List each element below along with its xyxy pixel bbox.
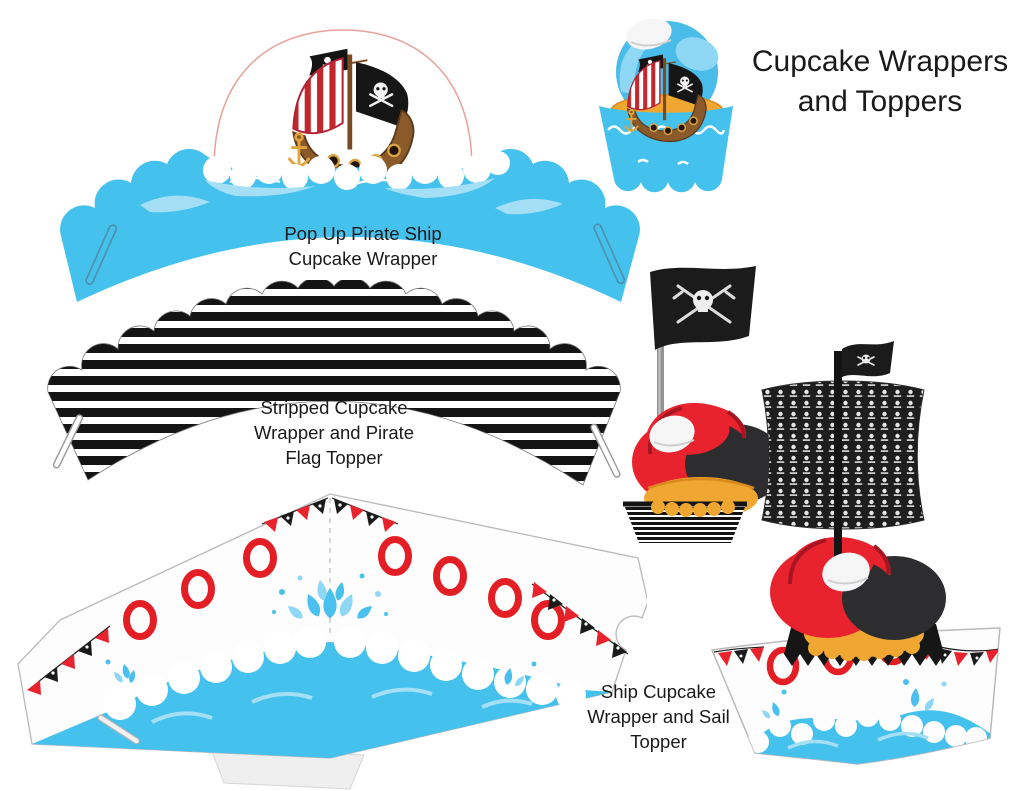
- skull-and-crossbones-icon: [693, 290, 713, 310]
- caption-line: Pop Up Pirate Ship: [284, 223, 442, 244]
- striped-wrapper-caption: Stripped Cupcake Wrapper and Pirate Flag…: [224, 395, 444, 470]
- popup-wrapper-caption: Pop Up Pirate Ship Cupcake Wrapper: [253, 221, 473, 271]
- skull-sail-icon: [761, 380, 925, 530]
- bunting-flags-icon: [531, 582, 629, 658]
- caption-line: Stripped Cupcake: [260, 397, 408, 418]
- white-frosting-cap: [626, 18, 672, 50]
- assembly-slots: [85, 223, 626, 285]
- wave-highlights: [140, 178, 563, 215]
- wrapper-band: [60, 148, 640, 302]
- assembly-slots: [52, 414, 621, 478]
- splash-icon: [503, 661, 537, 689]
- caption-line: Ship Cupcake: [600, 681, 717, 702]
- caption-line: Flag Topper: [285, 447, 383, 468]
- cupcake-example-graphic: [599, 18, 733, 193]
- caption-line: Topper: [630, 731, 687, 752]
- splash-icon: [272, 573, 388, 622]
- ship-wrapper-caption: Ship Cupcake Wrapper and Sail Topper: [556, 679, 761, 754]
- caption-line: Wrapper and Pirate: [253, 422, 415, 443]
- foam-crests: [203, 151, 510, 190]
- mast: [834, 520, 842, 578]
- sail-topper-graphic: [761, 341, 925, 573]
- page-title: Cupcake Wrappers and Toppers: [738, 42, 1022, 122]
- title-line: and Toppers: [797, 85, 963, 118]
- assembly-slot: [97, 714, 140, 745]
- wave-highlights: [787, 731, 929, 750]
- caption-line: Cupcake Wrapper: [288, 248, 438, 269]
- life-ring-icon: [123, 536, 565, 640]
- ship-cupcake-graphic: [710, 520, 1001, 765]
- popup-pirate-ship-wrapper-graphic: [60, 29, 640, 302]
- pirate-flag-cupcake-graphic: [623, 266, 785, 543]
- foam-crests: [104, 626, 586, 720]
- ship-wrapper-template-graphic: [17, 493, 647, 790]
- bunting-flags-icon: [27, 625, 111, 695]
- bunting-flags-icon: [713, 646, 765, 666]
- striped-band: [47, 280, 621, 486]
- caption-line: Wrapper and Sail: [587, 706, 730, 727]
- splash-icon: [105, 659, 137, 685]
- wave-highlights: [151, 687, 533, 724]
- splash-icon: [760, 679, 947, 720]
- title-line: Cupcake Wrappers: [751, 45, 1009, 78]
- striped-wrapper-graphic: [47, 280, 621, 486]
- bunting-flags-icon: [261, 497, 399, 532]
- mast: [834, 351, 842, 573]
